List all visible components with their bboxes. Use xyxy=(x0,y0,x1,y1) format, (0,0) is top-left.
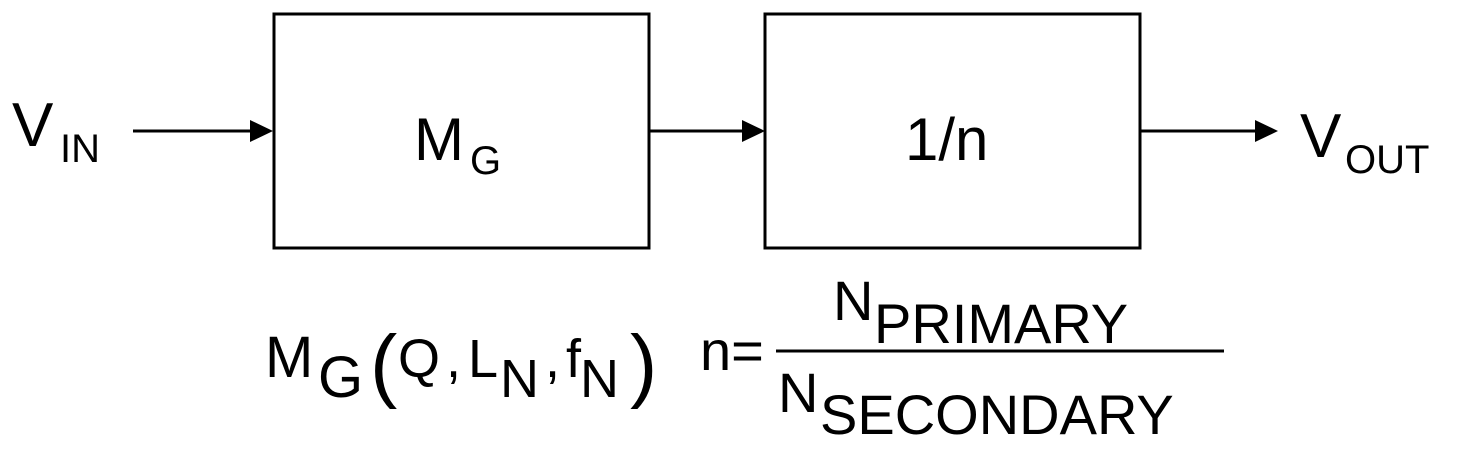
gain-fn-sub: G xyxy=(318,345,363,410)
gain-fn-arg-f-sub: N xyxy=(580,349,619,409)
output-label-main: V xyxy=(1300,102,1342,171)
gain-block-main: M xyxy=(414,106,464,173)
gain-fn-arg-l-sub: N xyxy=(500,349,539,409)
gain-fn-arg-l: L xyxy=(468,329,498,389)
input-label-sub: IN xyxy=(60,127,100,171)
gain-block: M G xyxy=(272,12,651,250)
denominator-sub: SECONDARY xyxy=(820,383,1174,446)
turns-ratio-lhs: n= xyxy=(700,319,764,382)
ratio-block-box xyxy=(763,12,1142,250)
gain-fn-open-paren: ( xyxy=(370,319,397,410)
numerator-sub: PRIMARY xyxy=(874,292,1128,355)
ratio-block-label: 1/n xyxy=(905,106,988,173)
arrow-ratio-to-output xyxy=(1141,120,1278,142)
numerator-main: N xyxy=(833,269,873,332)
output-label: V OUT xyxy=(1300,102,1429,182)
input-label-main: V xyxy=(12,91,54,160)
ratio-block: 1/n xyxy=(763,12,1142,250)
gain-fn-comma-2: , xyxy=(545,329,560,389)
gain-fn-close-paren: ) xyxy=(630,319,657,410)
turns-ratio-equation: n= N PRIMARY N SECONDARY xyxy=(700,269,1224,446)
gain-block-box xyxy=(272,12,651,250)
input-label: V IN xyxy=(12,91,100,171)
output-label-sub: OUT xyxy=(1345,138,1429,182)
gain-fn-arg-q: Q xyxy=(398,329,440,389)
gain-fn-main: M xyxy=(265,325,313,390)
arrow-input-to-gain xyxy=(133,120,273,142)
gain-block-sub: G xyxy=(470,139,501,183)
gain-function-equation: M G ( Q , L N , f N ) xyxy=(265,319,657,410)
denominator-main: N xyxy=(778,361,818,424)
arrow-gain-to-ratio xyxy=(650,120,765,142)
gain-fn-arg-f: f xyxy=(566,329,582,389)
gain-fn-comma-1: , xyxy=(446,329,461,389)
